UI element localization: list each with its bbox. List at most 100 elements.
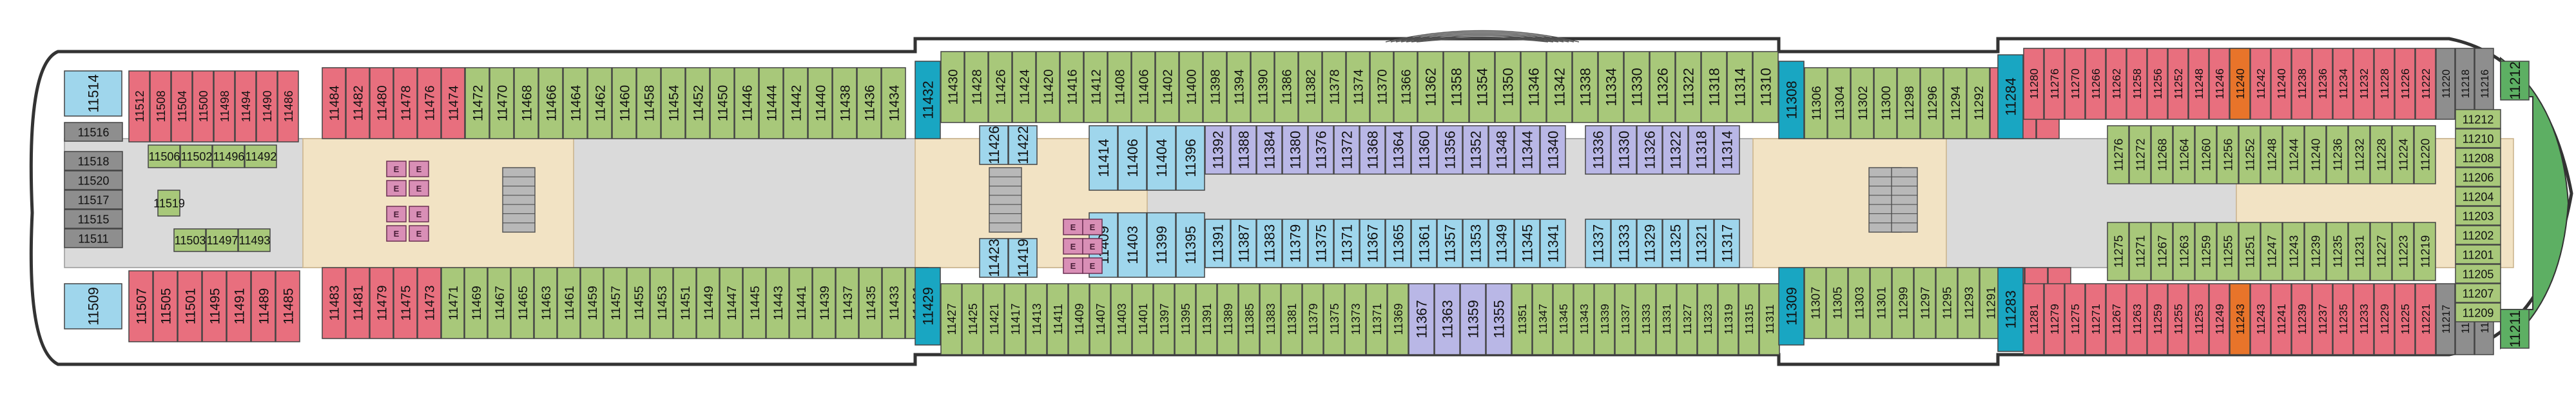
cabin[interactable]: 11494 [235,70,257,143]
cabin[interactable]: 11246 [2209,48,2230,120]
cabin[interactable]: 11240 [2304,125,2327,184]
cabin[interactable]: 11384 [1256,125,1283,175]
cabin[interactable]: 11483 [322,267,346,339]
cabin[interactable]: 11293 [1957,267,1980,339]
cabin[interactable]: 11498 [213,70,235,143]
cabin[interactable]: 11326 [1649,51,1676,123]
cabin[interactable]: 11395 [1174,283,1196,355]
cabin[interactable]: 11426 [988,51,1012,123]
cabin[interactable]: 11390 [1250,51,1275,123]
cabin[interactable]: 11459 [580,267,604,339]
cabin[interactable]: 11330 [1623,51,1650,123]
cabin[interactable]: 11385 [1238,283,1260,355]
cabin[interactable]: 11399 [1147,212,1176,278]
cabin[interactable]: 11338 [1572,51,1598,123]
cabin[interactable]: 11438 [832,67,857,139]
cabin[interactable]: 11379 [1302,283,1324,355]
cabin[interactable]: 11352 [1462,125,1489,175]
cabin[interactable]: 11270 [2064,48,2086,120]
cabin[interactable]: 11240 [2271,48,2292,120]
cabin[interactable]: 11482 [345,67,370,139]
cabin[interactable]: 11216 [2474,48,2494,120]
cabin[interactable]: 11427 [940,283,962,355]
cabin[interactable]: 11339 [1594,283,1615,355]
cabin[interactable]: 11375 [1308,219,1334,268]
cabin[interactable]: 11294 [1943,67,1967,139]
cabin[interactable]: 11491 [226,270,251,342]
cabin[interactable]: 11430 [940,51,965,123]
cabin[interactable]: 11518 [64,151,123,171]
cabin[interactable]: 11234 [2332,48,2354,120]
cabin[interactable]: 11370 [1370,51,1394,123]
cabin[interactable]: 11298 [1897,67,1921,139]
cabin[interactable]: 11419 [1008,238,1038,278]
cabin[interactable]: 11476 [417,67,441,139]
cabin[interactable]: 11451 [673,267,697,339]
cabin[interactable]: 11368 [1359,125,1386,175]
cabin[interactable]: 11336 [1585,125,1611,175]
cabin[interactable]: 11222 [2415,48,2436,120]
cabin[interactable]: 11219 [2414,222,2436,281]
cabin[interactable]: 11258 [2126,48,2147,120]
cabin[interactable]: 11340 [1540,125,1566,175]
cabin[interactable]: 11260 [2194,125,2217,184]
cabin[interactable]: 11445 [742,267,766,339]
cabin[interactable]: 11486 [277,70,299,143]
cabin[interactable]: 11511 [64,228,123,248]
cabin[interactable]: 11481 [345,267,370,339]
cabin[interactable]: 11403 [1118,212,1147,278]
cabin[interactable]: 11398 [1203,51,1227,123]
cabin[interactable]: 11276 [2107,125,2129,184]
cabin[interactable]: 11229 [2374,283,2395,355]
cabin[interactable]: 11376 [1308,125,1334,175]
cabin[interactable]: 11299 [1892,267,1914,339]
cabin[interactable]: 11205 [2455,264,2501,284]
cabin[interactable]: 11367 [1408,283,1435,355]
cabin[interactable]: 11326 [1636,125,1663,175]
cabin[interactable]: 11516 [64,122,123,142]
cabin[interactable]: 11207 [2455,283,2501,303]
cabin[interactable]: 11256 [2147,48,2168,120]
cabin[interactable]: 11425 [962,283,983,355]
cabin[interactable]: 11436 [857,67,882,139]
cabin[interactable]: 11337 [1585,219,1611,268]
cabin[interactable]: 11322 [1675,51,1701,123]
cabin[interactable]: 11322 [1662,125,1689,175]
cabin[interactable]: 11441 [789,267,813,339]
cabin[interactable]: 11406 [1118,125,1147,191]
cabin[interactable]: 11212 [2455,109,2501,129]
cabin[interactable]: 11263 [2126,283,2147,355]
cabin[interactable]: 11262 [2106,48,2127,120]
cabin[interactable]: 11442 [783,67,808,139]
cabin[interactable]: 11519 [153,190,185,217]
cabin[interactable]: 11447 [719,267,743,339]
cabin[interactable]: 11206 [2455,167,2501,187]
cabin[interactable]: 11502 [180,144,213,168]
cabin[interactable]: 11309 [1778,267,1805,346]
cabin[interactable]: 11452 [685,67,710,139]
cabin[interactable]: 11303 [1848,267,1870,339]
cabin[interactable]: 11512 [128,70,150,143]
cabin[interactable]: 11292 [1966,67,1990,139]
cabin[interactable]: 11468 [514,67,539,139]
cabin[interactable]: 11397 [1153,283,1175,355]
cabin[interactable]: 11228 [2370,125,2392,184]
cabin[interactable]: 11439 [812,267,836,339]
cabin[interactable]: 11348 [1488,125,1515,175]
cabin[interactable]: 11388 [1230,125,1257,175]
cabin[interactable]: 11243 [2250,283,2271,355]
cabin[interactable]: 11414 [1089,125,1118,191]
cabin[interactable]: 11224 [2392,125,2414,184]
cabin[interactable]: 11255 [2167,283,2189,355]
cabin[interactable]: 11318 [1701,51,1727,123]
cabin[interactable]: 11210 [2455,128,2501,148]
cabin[interactable]: 11392 [1205,125,1231,175]
cabin[interactable]: 11306 [1804,67,1828,139]
cabin[interactable]: 11236 [2312,48,2333,120]
cabin[interactable]: 11231 [2348,222,2370,281]
cabin[interactable]: 11267 [2151,222,2173,281]
cabin[interactable]: 11266 [2085,48,2106,120]
cabin[interactable]: 11389 [1217,283,1239,355]
cabin[interactable]: 11353 [1462,219,1489,268]
cabin[interactable]: 11359 [1460,283,1486,355]
